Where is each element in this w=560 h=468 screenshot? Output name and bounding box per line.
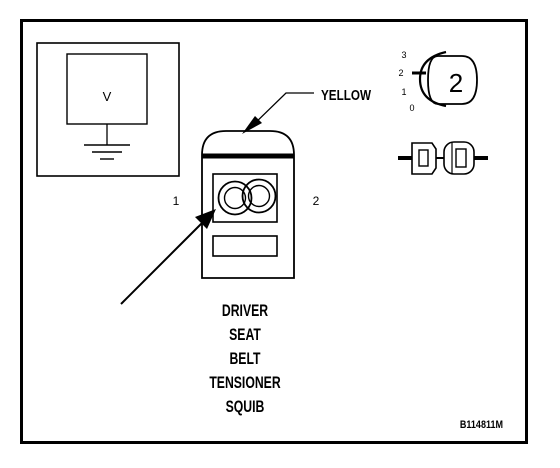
component-line-1: DRIVER — [222, 302, 268, 320]
terminal-1 — [217, 180, 253, 216]
terminal-1-inner — [223, 186, 247, 210]
component-line-3: BELT — [229, 350, 260, 368]
squib-connector — [201, 130, 295, 279]
connector-pair-icon — [398, 141, 488, 175]
outer-frame — [20, 19, 528, 444]
connector-color-label: YELLOW — [321, 87, 371, 104]
position-label-1: 1 — [401, 87, 406, 97]
component-line-5: SQUIB — [226, 398, 265, 416]
position-label-3: 3 — [401, 50, 406, 60]
arrowhead-icon — [242, 116, 262, 134]
yellow-leader-arrow — [242, 92, 314, 134]
position-key-icon: 3 2 1 0 2 — [398, 50, 478, 113]
key-cylinder — [418, 50, 447, 108]
component-label: DRIVER SEAT BELT TENSIONER SQUIB — [209, 302, 281, 416]
inset-box — [36, 42, 180, 177]
ground-icon — [84, 144, 130, 160]
component-line-2: SEAT — [229, 326, 261, 344]
position-number: 2 — [449, 68, 463, 98]
position-label-0: 0 — [409, 103, 414, 113]
pin-label-1: 1 — [173, 194, 180, 208]
voltmeter-label: V — [103, 89, 112, 104]
terminal-2 — [241, 178, 277, 214]
component-line-4: TENSIONER — [209, 374, 281, 392]
key-head — [427, 55, 478, 105]
figure-id: B114811M — [460, 419, 503, 431]
terminal-cavity — [212, 173, 278, 223]
connector-key-slot — [212, 235, 278, 257]
position-label-2: 2 — [398, 68, 403, 78]
connector-outline — [201, 130, 295, 279]
probe-arrow — [120, 209, 216, 305]
pin-label-2: 2 — [313, 194, 320, 208]
probe-arrowhead-icon — [195, 209, 216, 229]
terminal-2-inner — [247, 184, 271, 208]
voltmeter-inset: V — [36, 42, 180, 177]
